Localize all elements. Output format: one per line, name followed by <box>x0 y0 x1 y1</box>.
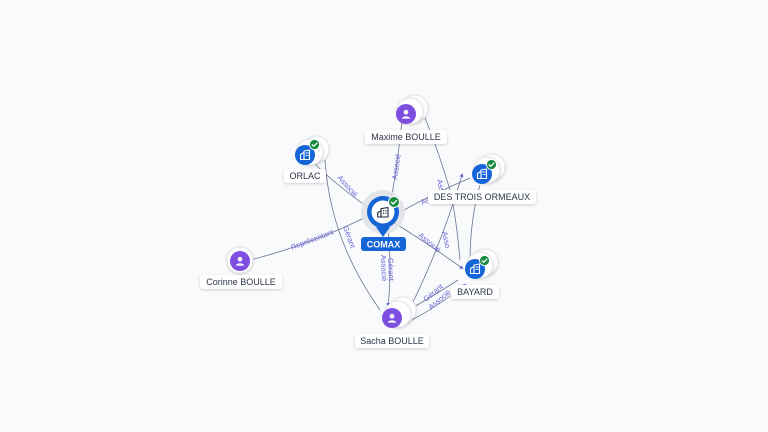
node-label-corinne: Corinne BOULLE <box>206 277 276 287</box>
edge-label-trois-bayard: Asso <box>440 231 452 249</box>
edge-label-corinne-comax: Représentant <box>289 227 335 252</box>
node-corinne[interactable]: Corinne BOULLE <box>200 246 282 289</box>
node-label-maxime: Maxime BOULLE <box>371 132 441 142</box>
verified-check-icon <box>486 159 497 170</box>
edge-sacha-orlac <box>324 159 381 311</box>
edge-sacha-comax-1 <box>386 224 391 307</box>
node-bayard[interactable]: BAYARD <box>451 248 499 299</box>
node-label-bayard: BAYARD <box>457 287 493 297</box>
edge-corinne-comax <box>249 214 372 261</box>
verified-check-icon <box>309 139 320 150</box>
verified-check-icon <box>388 196 400 208</box>
edge-label-sacha-orlac: Gérant <box>341 225 358 250</box>
node-maxime[interactable]: Maxime BOULLE <box>365 94 447 144</box>
edge-comax-bayard <box>392 221 464 270</box>
node-label-des-trois-ormeaux: DES TROIS ORMEAUX <box>434 192 530 202</box>
node-sacha[interactable]: Sacha BOULLE <box>355 296 429 348</box>
node-comax[interactable]: COMAX <box>361 190 406 251</box>
node-label-comax: COMAX <box>367 240 401 250</box>
node-orlac[interactable]: ORLAC <box>284 135 330 183</box>
node-des-trois-ormeaux[interactable]: DES TROIS ORMEAUX <box>428 153 536 204</box>
building-icon <box>377 206 389 218</box>
node-label-sacha: Sacha BOULLE <box>360 336 424 346</box>
verified-check-icon <box>479 255 490 266</box>
node-label-orlac: ORLAC <box>289 171 321 181</box>
edge-label-sacha-comax-1: Gérant <box>386 258 396 282</box>
edge-maxime-comax <box>390 119 403 197</box>
edge-label-maxime-comax: Associé <box>390 153 403 180</box>
edge-label-sacha-comax-2: Associé <box>379 255 389 282</box>
